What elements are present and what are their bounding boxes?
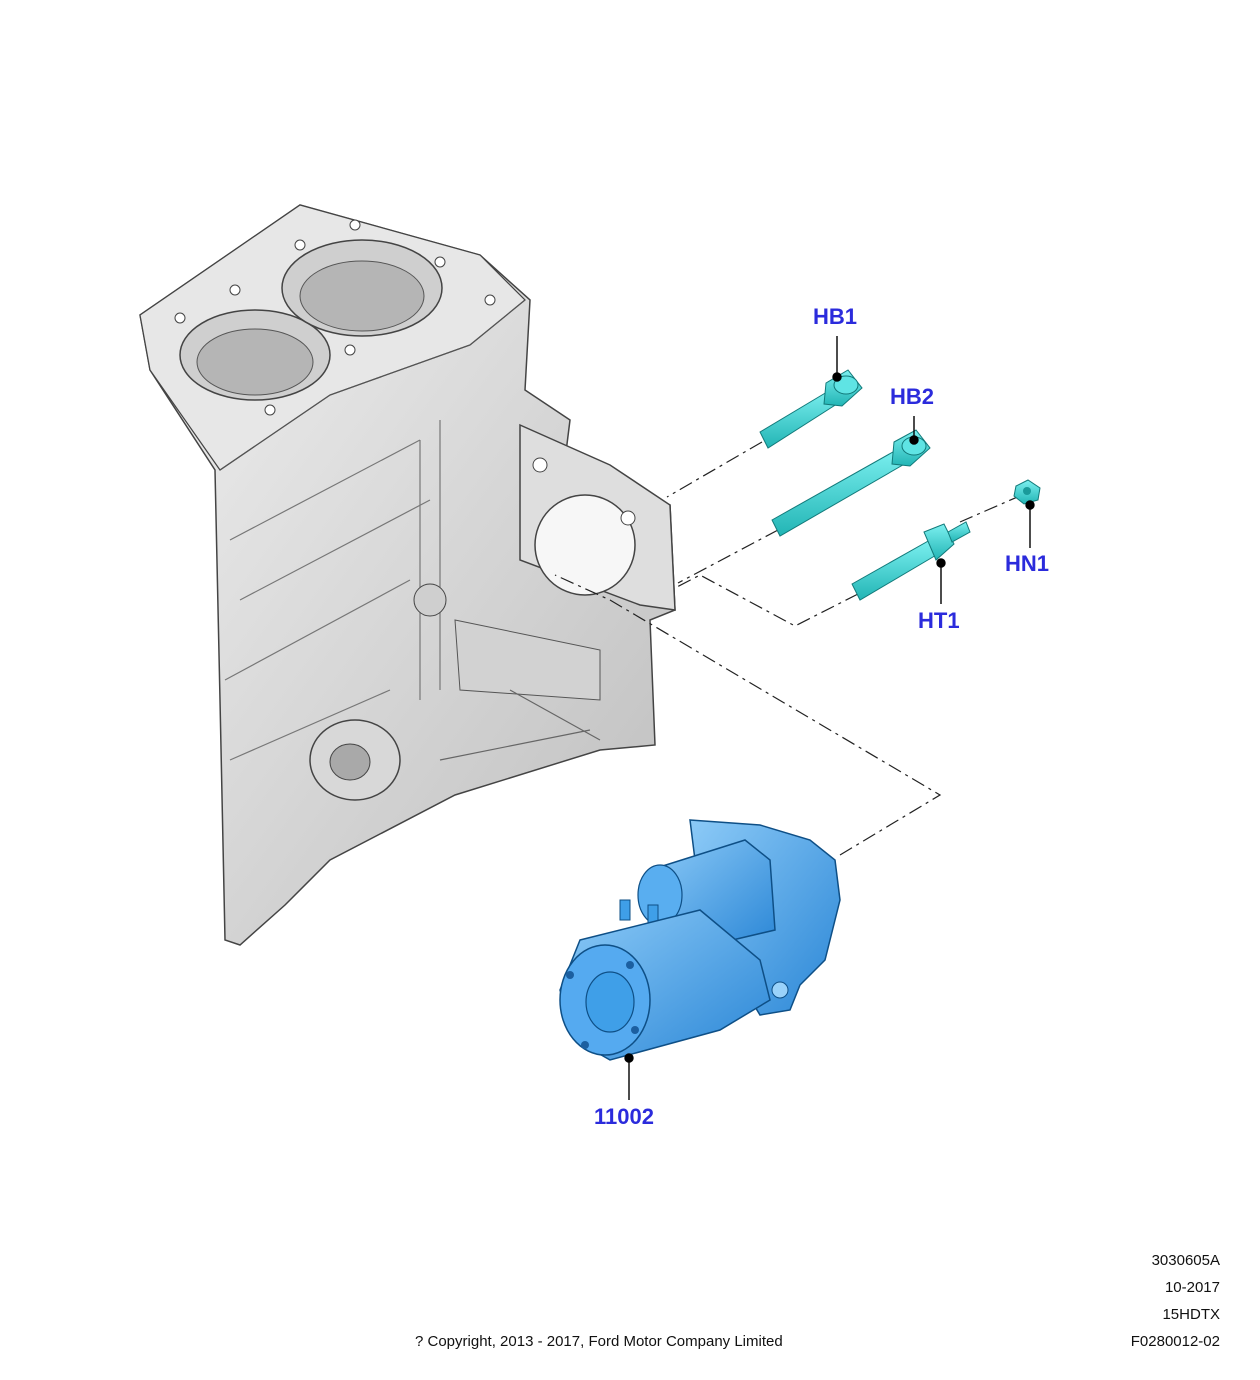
illustration-date: 10-2017 xyxy=(1164,1279,1220,1296)
callout-starter-11002[interactable]: 11002 xyxy=(594,1104,654,1129)
bolt-hb2[interactable] xyxy=(771,429,931,537)
engine-block xyxy=(139,204,676,946)
figure-code: F0280012-02 xyxy=(1130,1333,1220,1350)
callout-hb2[interactable]: HB2 xyxy=(890,384,935,409)
assembly-guide-lines xyxy=(554,441,1023,856)
callout-hn1[interactable]: HN1 xyxy=(1005,551,1050,576)
model-code: 15HDTX xyxy=(1162,1306,1220,1323)
stud-ht1[interactable] xyxy=(851,521,971,601)
callout-hb1[interactable]: HB1 xyxy=(813,304,858,329)
leader-lines xyxy=(624,336,1035,1100)
nut-hn1[interactable] xyxy=(1013,479,1041,505)
starter-motor-11002[interactable] xyxy=(559,819,841,1061)
callout-ht1[interactable]: HT1 xyxy=(918,608,960,633)
illustration-id: 3030605A xyxy=(1151,1252,1220,1269)
copyright-notice: ? Copyright, 2013 - 2017, Ford Motor Com… xyxy=(415,1333,783,1350)
bolt-hb1[interactable] xyxy=(759,369,863,449)
